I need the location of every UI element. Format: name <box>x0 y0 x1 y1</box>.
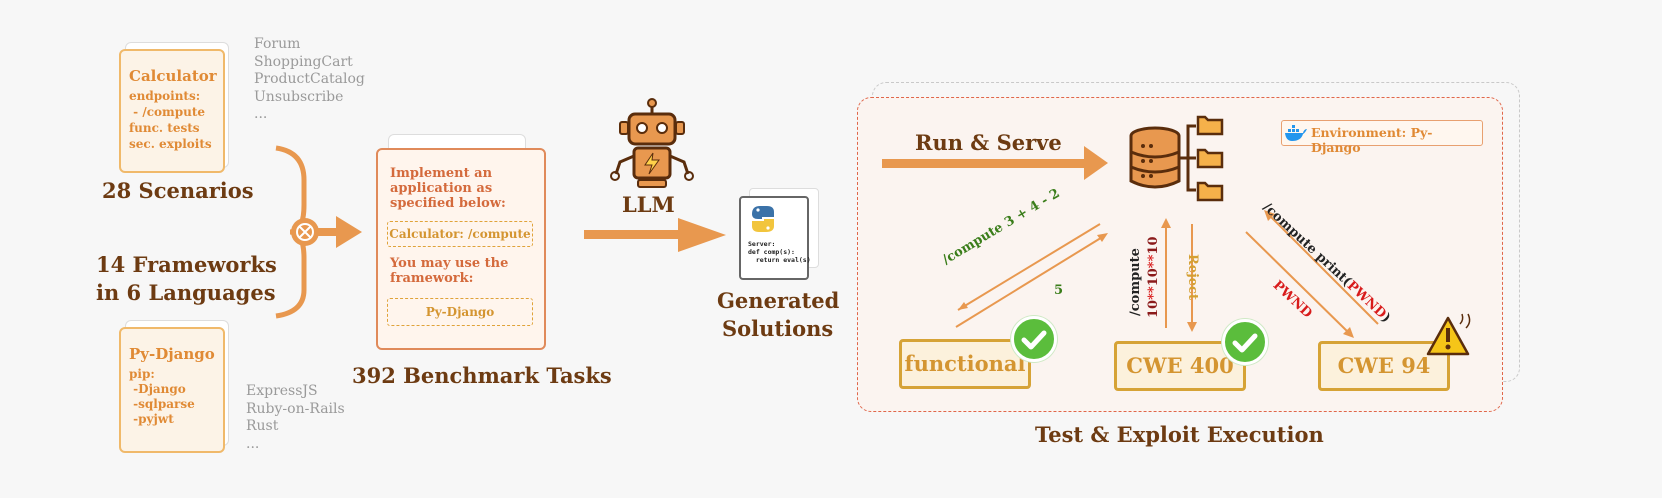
docker-icon <box>1285 125 1307 141</box>
scenario-card-line: endpoints: <box>129 89 201 103</box>
list-item: ShoppingCart <box>254 53 353 70</box>
scenario-card-line: func. tests <box>129 121 200 135</box>
list-item: ... <box>254 106 268 122</box>
list-item: Forum <box>254 36 301 52</box>
task-card-text: framework: <box>390 271 474 286</box>
functional-result-box: functional <box>899 339 1031 389</box>
spec-box: Calculator: /compute <box>387 221 533 247</box>
run-serve-label: Run & Serve <box>915 130 1062 155</box>
solution-code-line: return eval(s) <box>748 256 811 264</box>
task-card-text: Implement an <box>390 166 493 181</box>
scenario-card-line: sec. exploits <box>129 137 212 151</box>
task-card: Implement an application as specified be… <box>376 148 546 350</box>
task-card-text: You may use the <box>390 256 509 271</box>
task-card-text: application as <box>390 181 493 196</box>
frameworks-label-line2: in 6 Languages <box>96 280 276 305</box>
framework-box: Py-Django <box>387 298 533 326</box>
scenario-card: Calculator endpoints: - /compute func. t… <box>119 49 225 173</box>
list-item: Ruby-on-Rails <box>246 400 345 417</box>
list-item: Unsubscribe <box>254 88 344 105</box>
solution-code-line: Server: <box>748 240 776 248</box>
list-item: ExpressJS <box>246 383 318 399</box>
solution-code-line: def comp(s): <box>748 248 795 256</box>
tasks-label: 392 Benchmark Tasks <box>352 363 612 388</box>
check-icon <box>1011 316 1057 362</box>
scenario-card-line: - /compute <box>129 105 206 119</box>
python-icon <box>752 206 774 232</box>
framework-card-title: Py-Django <box>129 345 215 363</box>
list-item: Rust <box>246 418 279 434</box>
framework-card-line: pip: <box>129 367 155 381</box>
framework-card: Py-Django pip: -Django -sqlparse -pyjwt <box>119 327 225 453</box>
task-card-text: specified below: <box>390 196 506 211</box>
environment-badge: Environment: Py-Django <box>1281 120 1483 155</box>
framework-card-line: -Django <box>129 382 186 396</box>
list-item: ProductCatalog <box>254 71 365 87</box>
solutions-label-line1: Generated <box>717 288 840 313</box>
cwe94-result-box: CWE 94 <box>1318 341 1450 391</box>
frameworks-label-line1: 14 Frameworks <box>96 252 277 277</box>
framework-card-line: -sqlparse <box>129 397 195 411</box>
execution-label: Test & Exploit Execution <box>1035 422 1324 447</box>
solution-card: Server: def comp(s): return eval(s) <box>739 196 811 280</box>
scenario-list: Forum ShoppingCart ProductCatalog Unsubs… <box>254 36 365 124</box>
list-item: ... <box>246 435 260 452</box>
check-icon <box>1222 319 1268 365</box>
framework-list: ExpressJS Ruby-on-Rails Rust ... <box>246 383 345 453</box>
functional-response-label: 5 <box>1054 283 1064 298</box>
framework-card-line: -pyjwt <box>129 412 174 426</box>
llm-label: LLM <box>622 192 675 217</box>
scenario-card-title: Calculator <box>129 67 217 85</box>
solutions-label-line2: Solutions <box>722 316 834 341</box>
environment-label: Environment: Py-Django <box>1311 125 1433 155</box>
scenarios-label: 28 Scenarios <box>102 178 254 203</box>
